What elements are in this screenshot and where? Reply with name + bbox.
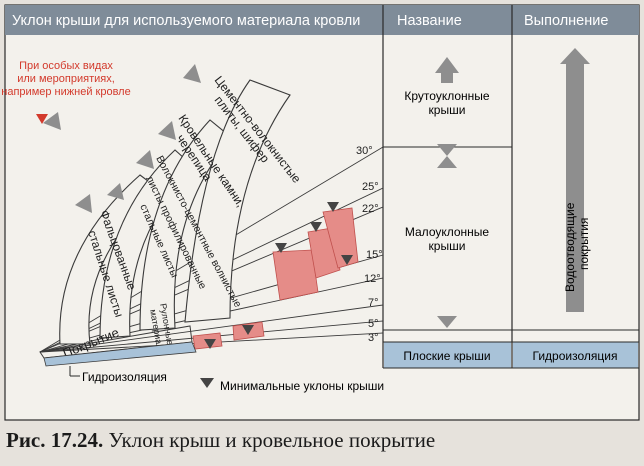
svg-text:15°: 15° [366,249,383,261]
svg-text:5°: 5° [368,318,379,330]
band-roof-stones [139,119,233,331]
caption-prefix: Рис. 17.24. [6,428,104,452]
steep-label-1: Крутоуклонные [404,89,490,103]
caption-text: Уклон крыш и кровельное покрытие [108,428,436,452]
flat-roof-label: Плоские крыши [403,349,490,363]
angle-labels: 30° 25° 22° 15° 12° 7° 5° 3° [356,145,383,344]
figure-caption: Рис. 17.24. Уклон крыш и кровельное покр… [6,428,435,453]
waterproofing-bottom-label: Гидроизоляция [82,370,167,384]
min-slope-legend-label: Минимальные уклоны крыши [220,379,384,393]
svg-text:При особых видах: При особых видах [19,60,113,72]
flat-roof-strip [384,342,511,368]
drainage-label-1: Водоотводящие [563,202,577,292]
waterproofing-strip [513,342,638,368]
hourglass-icon [437,144,457,168]
slope-column-header: Уклон крыши для используемого материала … [12,13,360,29]
svg-text:22°: 22° [362,203,379,215]
arrow-note [43,112,61,130]
execution-waterproofing-label: Гидроизоляция [533,349,618,363]
steep-arrow-icon [435,57,459,83]
band-cement-fiber [184,79,291,323]
svg-text:25°: 25° [362,181,379,193]
low-slope-label-1: Малоуклонные [405,225,490,239]
name-column-header: Название [397,13,462,29]
svg-text:30°: 30° [356,145,373,157]
svg-text:3°: 3° [368,332,379,344]
svg-text:12°: 12° [364,273,381,285]
min-slope-markers [204,202,353,349]
svg-text:например нижней кровле: например нижней кровле [1,86,130,98]
drainage-arrow-icon [560,48,590,312]
header-band [5,5,639,35]
drainage-label-2: покрытия [577,218,591,270]
min-slope-legend-icon [200,378,214,388]
band-end-arrows [43,64,201,213]
flat-arrow-icon [437,316,457,328]
steep-label-2: крыши [429,103,466,117]
svg-text:или мероприятиях,: или мероприятиях, [17,73,115,85]
low-slope-label-2: крыши [429,239,466,253]
svg-text:7°: 7° [368,297,379,309]
note-text: При особых видах или мероприятиях, напри… [1,60,130,98]
note-marker-icon [36,114,48,124]
execution-column-header: Выполнение [524,13,608,29]
waterproofing-wedge [43,341,197,367]
